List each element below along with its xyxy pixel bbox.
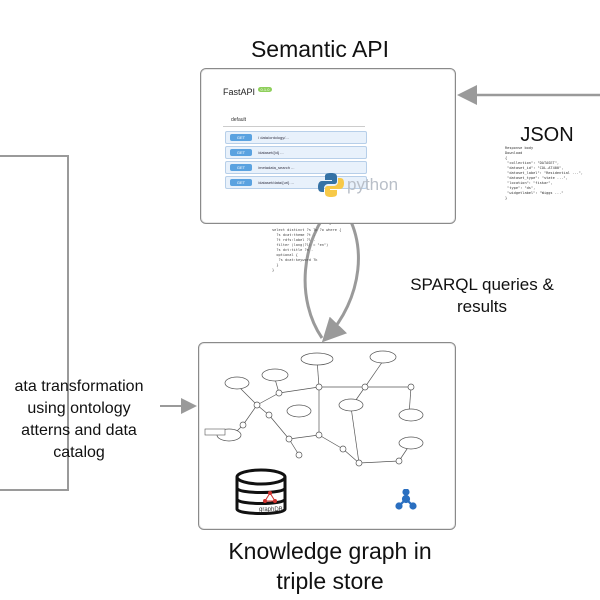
endpoint-path: /dataset/data/{uri} ... xyxy=(258,180,294,185)
network-icon xyxy=(395,489,417,510)
sparql-label-line2: results xyxy=(456,297,508,316)
endpoint-row[interactable]: GET /dataset/{id} ... xyxy=(225,146,367,159)
fastapi-title: FastAPI 0.1.0 xyxy=(223,87,273,97)
endpoint-path: /metadata_search ... xyxy=(258,165,295,170)
transformation-line2: using ontology xyxy=(27,400,131,417)
knowledge-graph-label: Knowledge graph in triple store xyxy=(170,536,490,596)
fastapi-title-text: FastAPI xyxy=(223,87,256,97)
knowledge-graph-label-line1: Knowledge graph in xyxy=(228,538,432,564)
method-badge: GET xyxy=(230,134,252,141)
section-divider xyxy=(223,126,365,127)
method-badge: GET xyxy=(230,179,252,186)
knowledge-graph-label-line2: triple store xyxy=(276,568,384,594)
endpoint-row[interactable]: GET /dataset/data/{uri} ... xyxy=(225,176,367,189)
python-label: python xyxy=(347,175,399,194)
method-badge: GET xyxy=(230,164,252,171)
semantic-api-box: FastAPI 0.1.0 default GET / data/ontolog… xyxy=(200,68,456,224)
transformation-line3: atterns and data xyxy=(21,422,137,439)
sparql-label: SPARQL queries & results xyxy=(382,274,582,318)
graphdb-logo-icon xyxy=(263,491,277,503)
endpoint-row[interactable]: GET /metadata_search ... xyxy=(225,161,367,174)
fastapi-section: default xyxy=(231,117,247,123)
left-loop-line xyxy=(0,155,69,491)
method-badge: GET xyxy=(230,149,252,156)
fastapi-version-badge: 0.1.0 xyxy=(257,87,273,92)
database-icon xyxy=(235,468,287,515)
python-logo-icon xyxy=(318,173,344,197)
endpoint-row[interactable]: GET / data/ontology/... xyxy=(225,131,367,144)
json-response-snippet: Response body Download { "collection": "… xyxy=(505,146,583,200)
sparql-code-snippet: select distinct ?s ?p ?o where { ?s dcat… xyxy=(272,228,342,272)
semantic-api-label: Semantic API xyxy=(250,36,390,62)
sparql-label-line1: SPARQL queries & xyxy=(410,275,554,294)
graphdb-label: graphDB xyxy=(259,507,283,513)
knowledge-graph-diagram xyxy=(204,350,424,467)
transformation-line4: catalog xyxy=(53,444,105,461)
endpoint-path: /dataset/{id} ... xyxy=(258,150,284,155)
endpoint-path: / data/ontology/... xyxy=(258,135,289,140)
transformation-line1: ata transformation xyxy=(14,378,144,395)
knowledge-graph-box: graphDB xyxy=(198,342,456,530)
transformation-label: ata transformation using ontology attern… xyxy=(0,376,158,464)
json-label: JSON xyxy=(520,124,574,146)
